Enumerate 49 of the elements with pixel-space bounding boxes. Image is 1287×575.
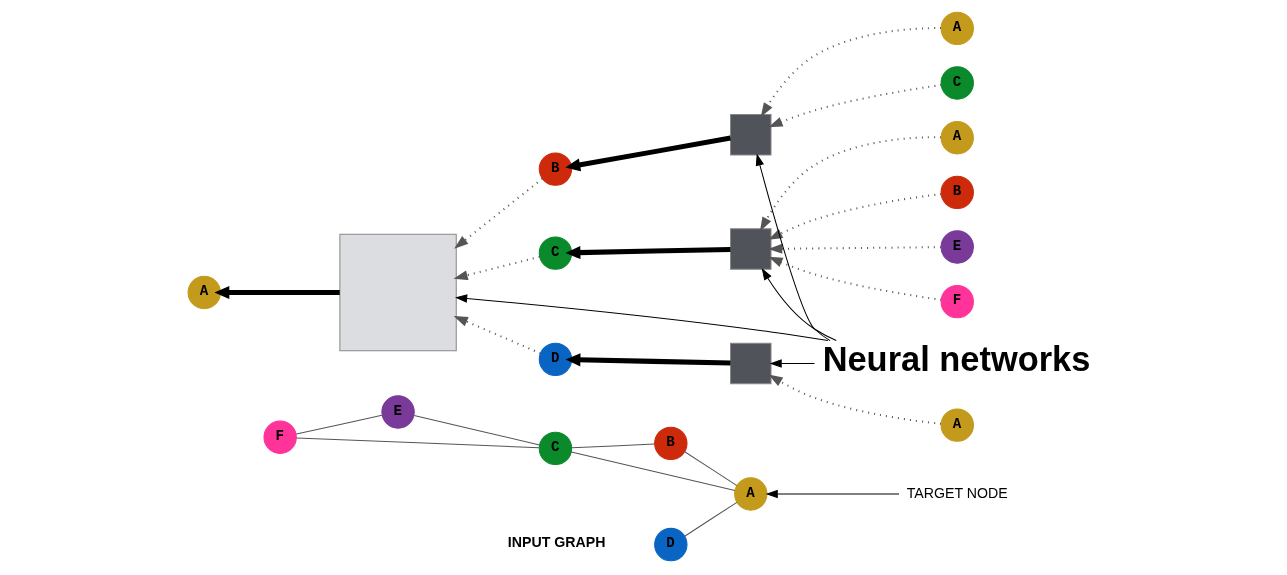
node-circle: A	[940, 121, 974, 155]
arrow	[768, 374, 941, 425]
node-text: TARGET NODE	[906, 484, 1008, 501]
connector	[295, 414, 382, 435]
node-box	[338, 233, 457, 352]
label: INPUT GRAPH	[507, 534, 605, 551]
arrow	[767, 84, 941, 128]
connector	[413, 415, 540, 446]
node-circle: C	[538, 236, 572, 270]
node-circle: B	[653, 426, 687, 461]
arrow	[767, 243, 941, 254]
node-circle: B	[940, 175, 974, 210]
node-circle: D	[653, 527, 687, 562]
arrow	[765, 489, 899, 499]
arrow	[453, 316, 541, 355]
node-circle: E	[380, 395, 415, 429]
node-circle: A	[940, 408, 974, 442]
arrow	[454, 294, 828, 342]
node-circle: E	[940, 230, 974, 264]
node-circle: A	[733, 477, 767, 511]
arrow	[759, 136, 941, 232]
connector	[570, 443, 655, 449]
node-circle: D	[538, 342, 572, 377]
node-box	[729, 113, 772, 156]
connector	[295, 437, 539, 449]
node-circle: C	[940, 66, 974, 100]
connector	[683, 451, 737, 487]
arrow	[564, 246, 731, 260]
node-box	[729, 342, 772, 385]
node-circle: F	[262, 420, 297, 454]
node-circle: F	[940, 284, 974, 319]
arrow	[453, 255, 540, 281]
connector	[683, 501, 737, 537]
arrow	[213, 286, 340, 300]
arrow	[453, 177, 543, 249]
node-text: Neural networks	[822, 340, 1090, 379]
arrow	[755, 153, 830, 342]
connector	[570, 451, 735, 491]
node-circle: B	[538, 152, 572, 186]
arrow	[565, 353, 731, 367]
arrow	[761, 268, 837, 342]
node-box	[729, 228, 772, 270]
arrow	[769, 359, 815, 368]
arrow	[767, 256, 941, 301]
arrow	[760, 27, 941, 118]
node-circle: A	[187, 275, 221, 310]
node-circle: C	[538, 431, 572, 466]
node-circle: A	[940, 11, 974, 46]
arrow	[564, 135, 731, 172]
